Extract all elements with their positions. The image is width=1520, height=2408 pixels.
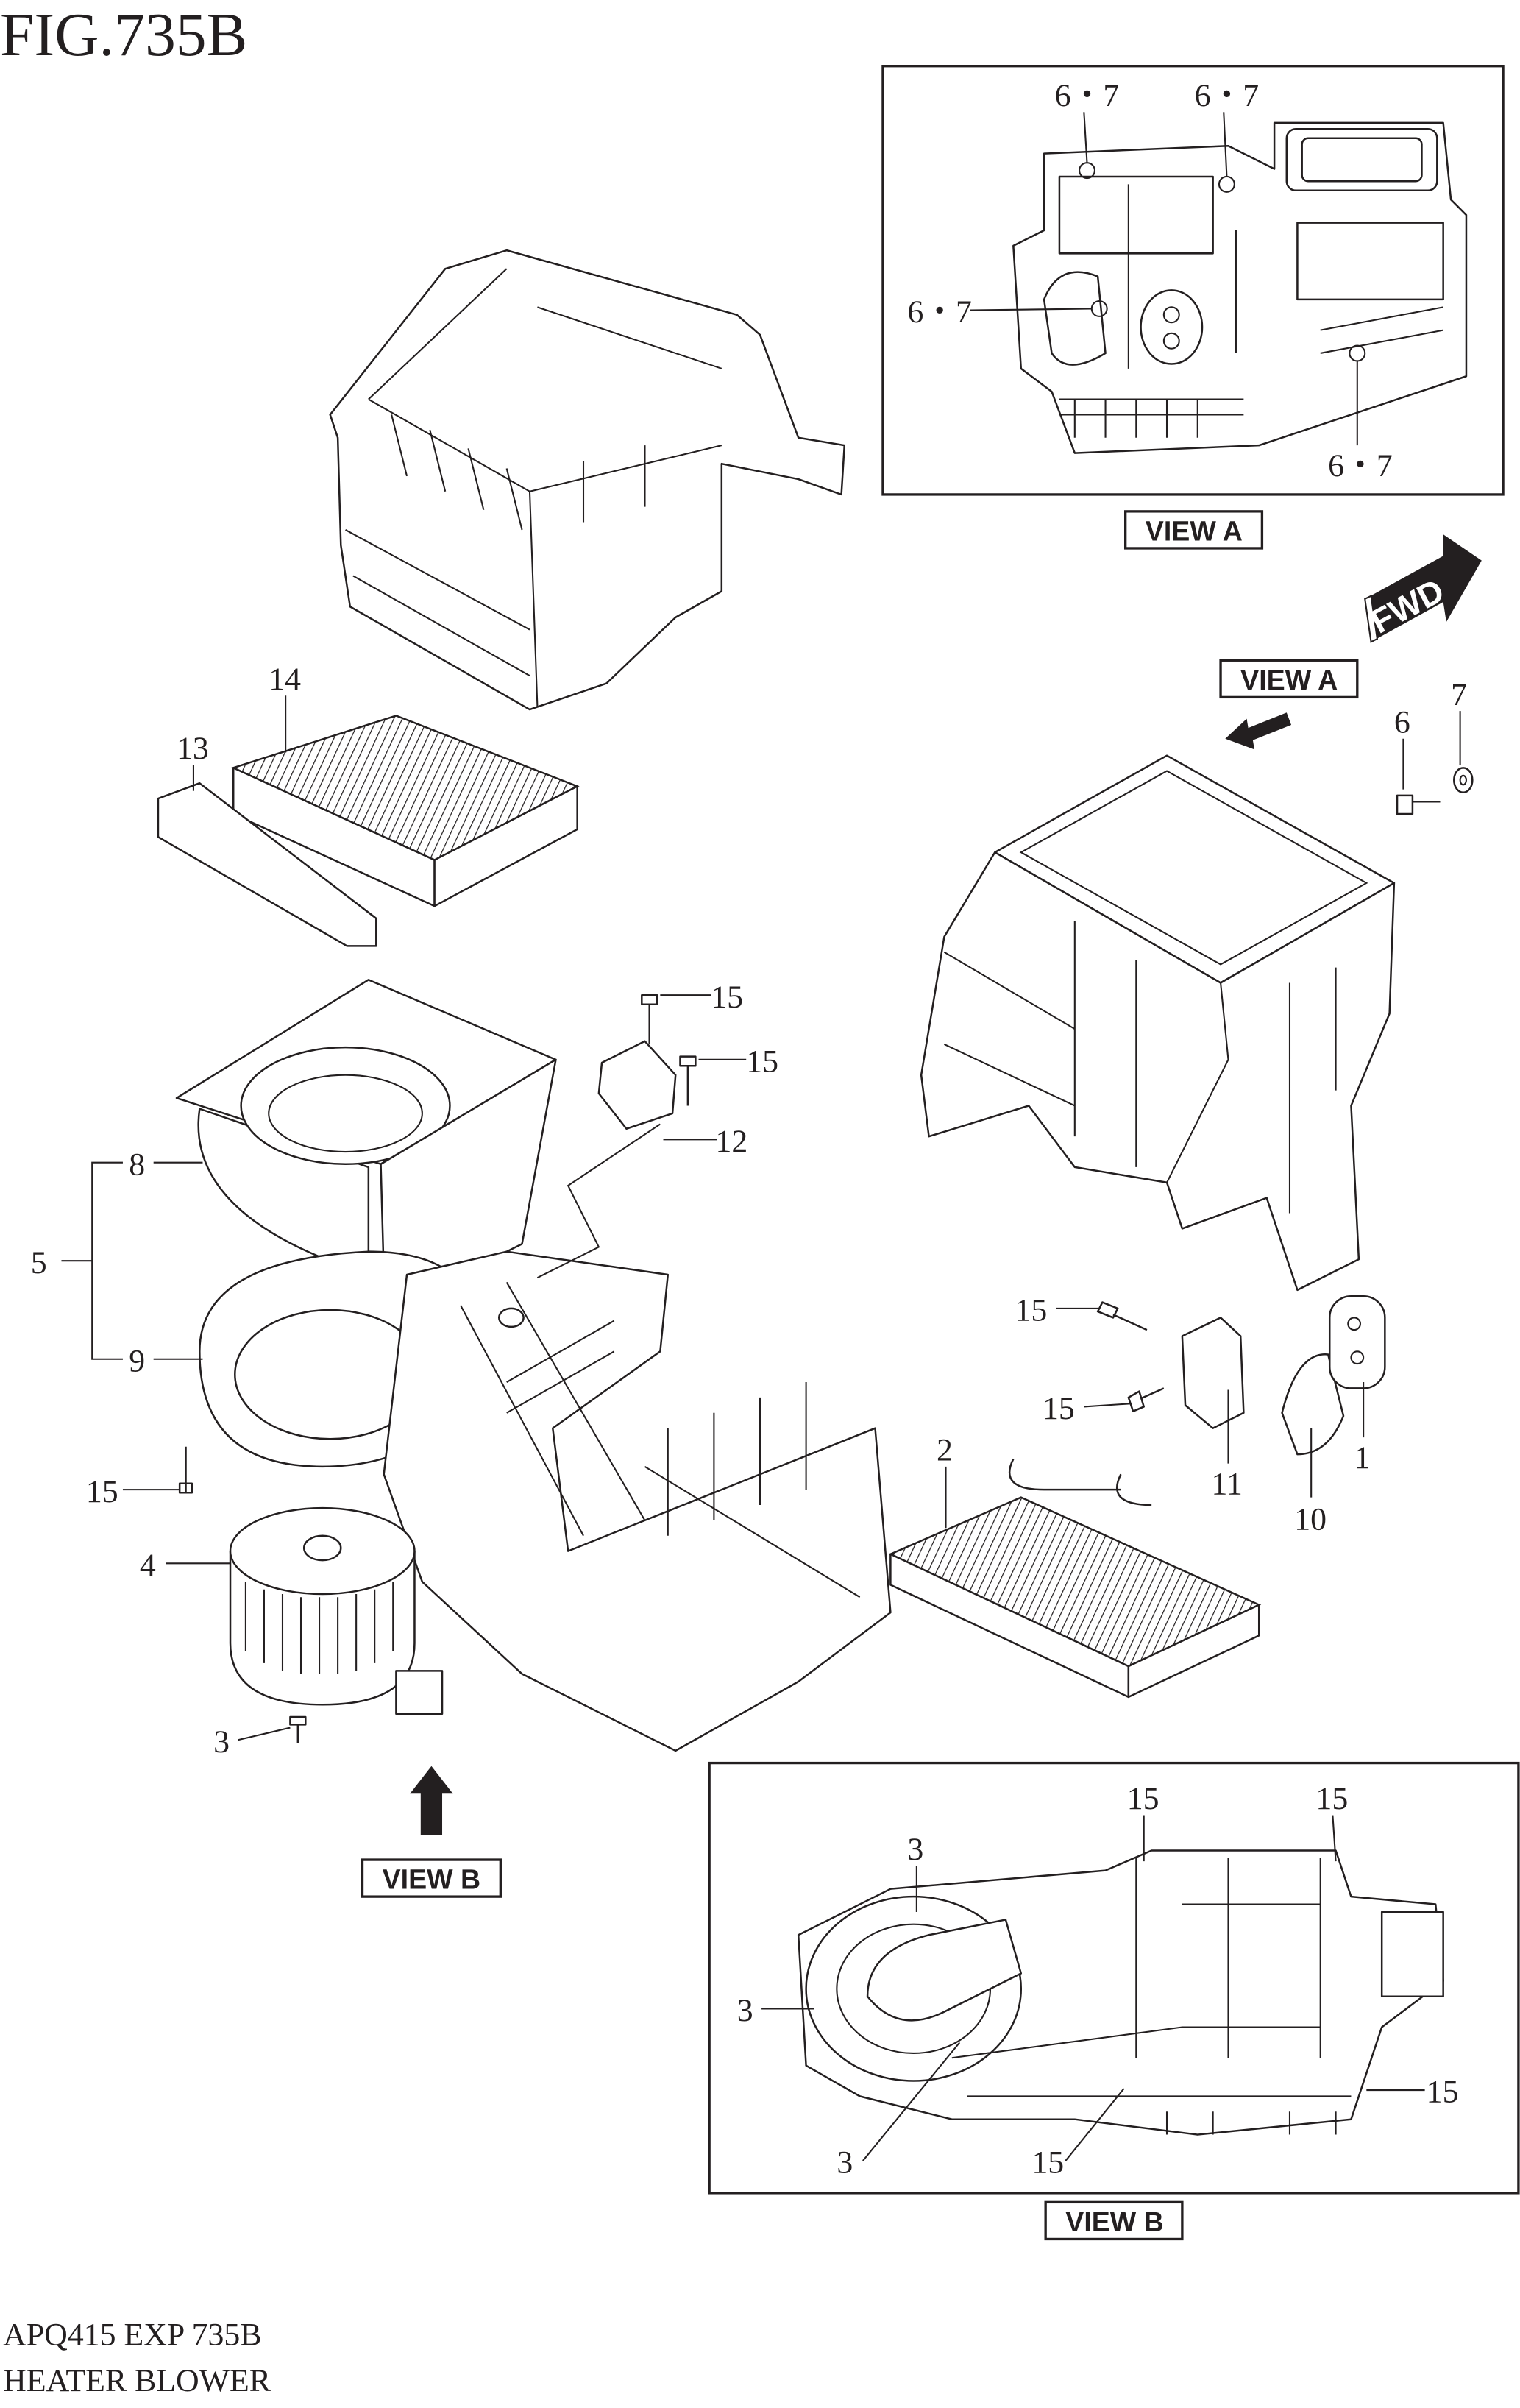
callout-15: 15: [1031, 2145, 1064, 2181]
part-8-blower-upper-case: [175, 979, 557, 1283]
callout-15: 15: [746, 1044, 778, 1080]
part-4-blower-motor: [229, 1506, 444, 1715]
callout-15: 15: [86, 1474, 118, 1509]
callout-11: 11: [1212, 1466, 1243, 1501]
svg-text:VIEW B: VIEW B: [383, 1864, 481, 1895]
part-13-filter-frame: [157, 782, 377, 947]
callout-14: 14: [269, 662, 301, 697]
callout-15: 15: [1315, 1781, 1348, 1816]
callout-6-7: 6・7: [1328, 448, 1393, 484]
part-1-seal: [1328, 1295, 1386, 1389]
callout-4: 4: [140, 1548, 156, 1583]
callout-6: 6: [1394, 704, 1410, 740]
callout-7: 7: [1451, 677, 1467, 712]
part-12-resistor: [536, 1040, 677, 1279]
callout-13: 13: [177, 731, 209, 766]
group-bracket: [61, 1161, 203, 1360]
callout-10: 10: [1294, 1501, 1327, 1537]
callout-15: 15: [711, 980, 743, 1015]
part-lower-case: [383, 1250, 892, 1752]
callout-1: 1: [1354, 1440, 1371, 1476]
callout-15: 15: [1015, 1293, 1047, 1328]
callout-3: 3: [213, 1724, 230, 1760]
callout-6-7: 6・7: [1195, 78, 1260, 113]
callout-2: 2: [937, 1432, 953, 1467]
screw-icons: [178, 994, 1165, 1743]
callout-3: 3: [907, 1832, 923, 1867]
callout-15: 15: [1043, 1391, 1075, 1426]
callout-8: 8: [129, 1147, 145, 1182]
callout-3: 3: [737, 1993, 753, 2028]
figure-title: FIG.735B: [0, 1, 247, 69]
view-a-frame: [881, 65, 1505, 496]
view-a-pointer: VIEW A: [1219, 659, 1359, 750]
arrow-icon: [1225, 712, 1292, 750]
callout-6-7: 6・7: [907, 294, 972, 330]
svg-text:VIEW A: VIEW A: [1240, 665, 1338, 695]
callout-3: 3: [837, 2145, 853, 2181]
svg-text:VIEW B: VIEW B: [1065, 2206, 1164, 2237]
callout-15: 15: [1427, 2075, 1459, 2110]
part-6-7-bolt-washer: [1396, 767, 1474, 815]
up-arrow-icon: [410, 1766, 453, 1835]
view-a-unit-drawing: [1012, 121, 1468, 454]
view-a-caption: VIEW A: [1124, 510, 1264, 550]
part-upper-heater-case: [329, 249, 846, 711]
view-b-frame: [708, 1761, 1520, 2195]
view-b-caption: VIEW B: [1044, 2200, 1184, 2241]
fwd-arrow-icon: FWD: [1364, 534, 1482, 643]
view-b-inset: 15 15 3 3 15 3 15: [708, 1761, 1520, 2195]
callout-15: 15: [1127, 1781, 1159, 1816]
svg-text:VIEW A: VIEW A: [1146, 516, 1243, 547]
view-b-pointer: VIEW B: [361, 1766, 502, 1898]
part-14-filter: [230, 715, 580, 907]
part-11-bracket: [1181, 1317, 1245, 1429]
callout-9: 9: [129, 1343, 145, 1378]
figure-code: APQ415 EXP 735B: [3, 2317, 261, 2352]
part-2-heater-core: [888, 1458, 1262, 1699]
callout-6-7: 6・7: [1055, 78, 1120, 113]
callout-5: 5: [31, 1245, 47, 1281]
callout-12: 12: [715, 1124, 747, 1159]
part-heater-unit: [920, 754, 1396, 1292]
view-b-unit-drawing: [797, 1849, 1444, 2136]
figure-name: HEATER BLOWER: [3, 2363, 271, 2398]
view-a-inset: 6・7 6・7 6・7 6・7: [881, 65, 1505, 496]
